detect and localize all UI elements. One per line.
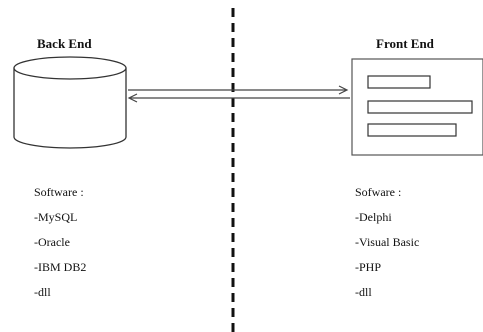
- back-end-software-label: Software :: [34, 185, 84, 199]
- back-end-title: Back End: [37, 36, 92, 51]
- back-end-software-list: Software : -MySQL -Oracle -IBM DB2 -dll: [34, 180, 86, 305]
- list-item: -IBM DB2: [34, 260, 87, 274]
- list-item: -Delphi: [355, 210, 392, 224]
- front-end-software-label: Sofware :: [355, 185, 402, 199]
- form-field-3: [367, 123, 457, 137]
- form-field-1: [367, 75, 431, 89]
- list-item: -Visual Basic: [355, 235, 420, 249]
- list-item: -dll: [34, 285, 51, 299]
- database-icon: [13, 56, 127, 149]
- list-item: -dll: [355, 285, 372, 299]
- arrow-to-back-end: [127, 93, 350, 103]
- front-end-window-icon: [351, 58, 483, 156]
- front-end-software-list: Sofware : -Delphi -Visual Basic -PHP -dl…: [355, 180, 419, 305]
- list-item: -Oracle: [34, 235, 70, 249]
- list-item: -MySQL: [34, 210, 78, 224]
- form-field-2: [367, 100, 473, 114]
- front-end-title: Front End: [376, 36, 434, 51]
- list-item: -PHP: [355, 260, 382, 274]
- arrow-to-front-end: [128, 85, 349, 95]
